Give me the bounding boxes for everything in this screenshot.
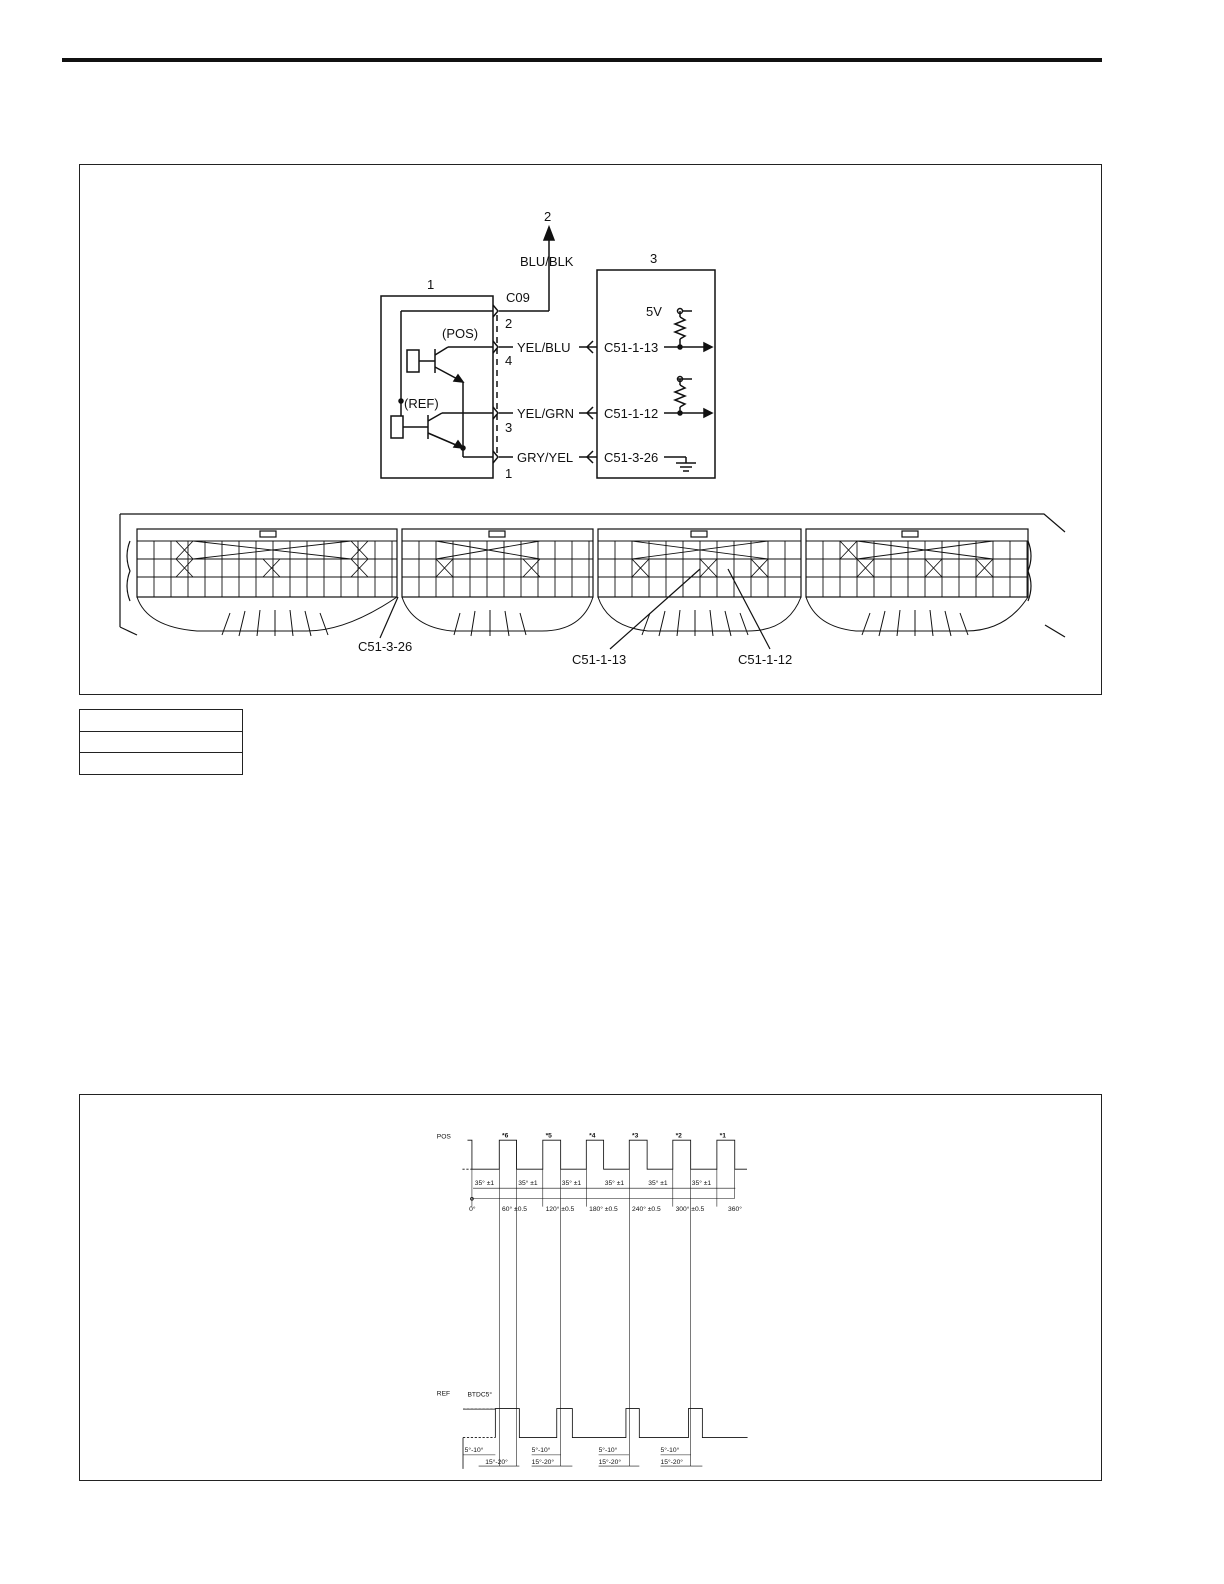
pos-width-label: 35° ±1 [562, 1179, 582, 1187]
legend-row [80, 753, 242, 775]
ecm-connector-illustration [119, 513, 1066, 650]
pos-width-label: 35° ±1 [518, 1179, 538, 1187]
ref-2-label: 2 [544, 209, 551, 224]
cylinder-1-label: *1 [720, 1132, 727, 1139]
cylinder-3-label: *3 [632, 1132, 639, 1139]
angle-label: 360° [728, 1205, 742, 1213]
ref-label: (REF) [404, 396, 439, 411]
angle-label: 120° ±0.5 [546, 1205, 575, 1213]
ref-short-width-label: 5°-10° [465, 1446, 484, 1454]
angle-label: 180° ±0.5 [589, 1205, 618, 1213]
ref-short-width-label: 5°-10° [532, 1446, 551, 1454]
cylinder-5-label: *5 [546, 1132, 553, 1139]
ref-short-width-label: 5°-10° [661, 1446, 680, 1454]
cylinder-4-label: *4 [589, 1132, 596, 1139]
pos-width-label: 35° ±1 [605, 1179, 625, 1187]
cylinder-6-label: *6 [502, 1132, 509, 1139]
top-rule [62, 58, 1102, 62]
wire-gry-yel-label: GRY/YEL [517, 450, 573, 465]
ref-long-width-label: 15°-20° [532, 1458, 555, 1466]
wiring-diagram-panel: 2 BLU/BLK 3 1 C09 2 (POS) YEL/BLU C51-1-… [79, 164, 1102, 695]
terminal-c51-1-13-label: C51-1-13 [604, 340, 658, 355]
angle-label: 240° ±0.5 [632, 1205, 661, 1213]
ref-1-label: 1 [427, 277, 434, 292]
pin-1-label: 1 [505, 466, 512, 481]
ecm-box [596, 269, 716, 479]
callout-c51-1-13: C51-1-13 [572, 652, 626, 667]
callout-c51-1-12: C51-1-12 [738, 652, 792, 667]
pos-width-label: 35° ±1 [648, 1179, 668, 1187]
pin-4-label: 4 [505, 353, 512, 368]
callout-c51-3-26: C51-3-26 [358, 639, 412, 654]
pos-width-label: 35° ±1 [475, 1179, 495, 1187]
terminal-c51-1-12-label: C51-1-12 [604, 406, 658, 421]
btdc-label: BTDC5° [467, 1390, 492, 1398]
ref-long-width-label: 15°-20° [599, 1458, 622, 1466]
waveform-panel: POS REF *6 *5 *4 *3 *2 *1 35° ±1 35° ±1 35… [79, 1094, 1102, 1481]
pos-width-label: 35° ±1 [692, 1179, 712, 1187]
ref-trace-label: REF [437, 1391, 450, 1398]
connector-c09-label: C09 [506, 290, 530, 305]
angle-label: 60° ±0.5 [502, 1205, 527, 1213]
ref-short-width-label: 5°-10° [599, 1446, 618, 1454]
ref-long-width-label: 15°-20° [661, 1458, 684, 1466]
timing-waveform: POS REF *6 *5 *4 *3 *2 *1 35° ±1 35° ±1 35… [437, 1132, 748, 1469]
pin-2-label: 2 [505, 316, 512, 331]
pin-3-label: 3 [505, 420, 512, 435]
wire-yel-blu-label: YEL/BLU [517, 340, 570, 355]
angle-label: 0° [469, 1205, 476, 1213]
5v-label: 5V [646, 304, 662, 319]
wire-blu-blk-label: BLU/BLK [520, 254, 574, 269]
cylinder-2-label: *2 [676, 1132, 683, 1139]
sensor-box [380, 295, 494, 479]
ref-3-label: 3 [650, 251, 657, 266]
pos-label: (POS) [442, 326, 478, 341]
legend-table [79, 709, 243, 775]
ref-long-width-label: 15°-20° [485, 1458, 508, 1466]
pos-trace-label: POS [437, 1134, 452, 1141]
wiring-diagram: 2 BLU/BLK 3 1 C09 2 (POS) YEL/BLU C51-1-… [119, 209, 1066, 667]
legend-row [80, 732, 242, 753]
angle-label: 300° ±0.5 [676, 1205, 705, 1213]
legend-row [80, 710, 242, 732]
terminal-c51-3-26-label: C51-3-26 [604, 450, 658, 465]
wire-yel-grn-label: YEL/GRN [517, 406, 574, 421]
